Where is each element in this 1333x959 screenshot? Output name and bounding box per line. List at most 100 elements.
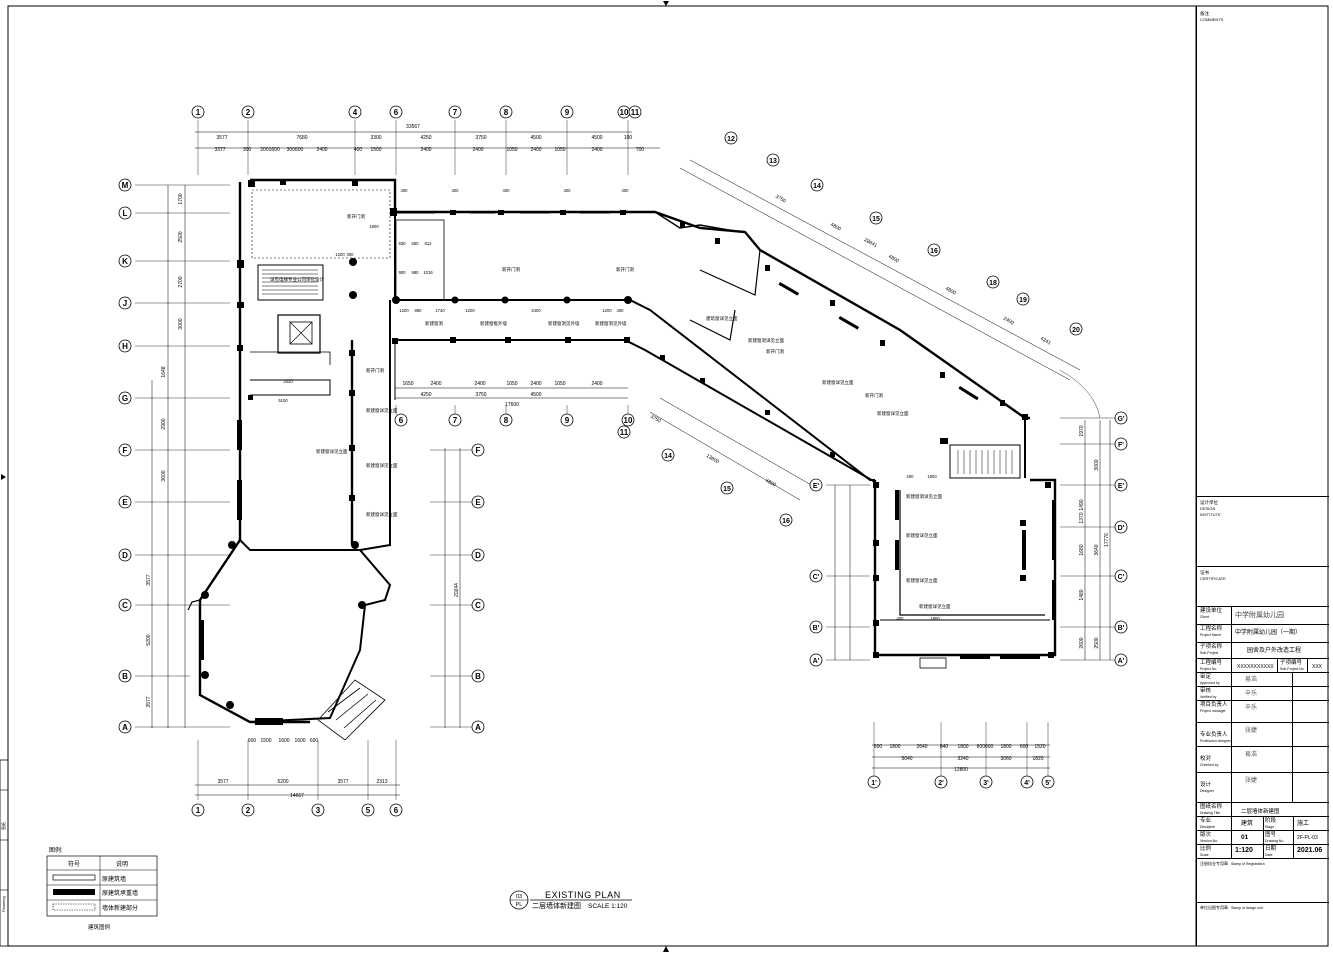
dim-text: 3750 [475,392,486,398]
grid-label: M [122,181,129,190]
legend-title: 图例: [49,846,63,854]
dim-text: 100 [624,135,633,141]
grid-bubbles-left: M L K J H G F E D C B A [118,178,132,734]
grid-bubbles-top: 1 2 4 6 7 8 9 10 11 [191,105,642,119]
dtitle-value: 二层墙体新建图 [1241,809,1280,815]
left-margin-strip [0,759,9,947]
grid-label: 8 [504,416,509,425]
dim-text: 4250 [420,392,431,398]
dim-text: 2600 [1079,637,1085,648]
stage-label: 阶段 [1265,818,1277,824]
dim-text: 300 [243,147,252,153]
grid-label: F [123,446,128,455]
dim-text: 400 [617,308,625,313]
dim-text: 1480 [1079,589,1085,600]
registration-label: 注册执业专用章 [1200,861,1228,866]
grid-label: A' [1118,658,1125,665]
dim-text: 980 [412,270,420,275]
registration-label-en: Stamp of Registration [1231,862,1265,866]
grid-label: D [475,551,481,560]
version-label-en: Version No. [1200,839,1219,843]
grid-label: C [122,601,128,610]
dim-text: 3750 [774,194,787,205]
pm-label-en: Project manager [1200,709,1226,713]
grid-label: D [122,551,128,560]
diagonal-upper-dim-text: 3750 4800 4800 4800 2400 4241 28641 [774,194,1052,347]
dim-text: 880 [415,308,423,313]
dim-text: 4500 [530,135,541,141]
checked-label-en: Checked by [1200,763,1219,767]
approved-label-en: Approved by [1200,681,1220,685]
middle-dimension-text: 4250 3750 4500 17600 1650 2400 2400 1050… [402,381,602,408]
grid-label: 16 [930,248,938,255]
verified-label-en: Verified by [1200,695,1217,699]
subproject-label-en: Sub-Project [1200,651,1219,655]
grid-bubbles-east-bottom: 1' 2' 3' 4' 5' [867,775,1055,789]
dtitle-label: 图纸名称 [1200,804,1223,810]
dim-text: 2400 [530,147,541,153]
legend-swatch-original [52,874,96,881]
dim-text: 1800 [957,744,968,750]
annotation: 详见电梯专业公司深化设计 [270,276,324,283]
center-mark-left [1,474,6,480]
date-value: 2021.06 [1297,847,1323,854]
grid-label: 18 [989,280,997,287]
dim-text: 17776 [1104,533,1110,547]
dim-text: 1648 [161,366,167,377]
subno-value: XXX [1312,664,1323,670]
dim-text: 1200 [399,308,409,313]
design-unit-label-en2: INSTITUTE [1200,512,1221,517]
dim-text: 2500 [178,231,184,242]
dim-text: 3577 [216,135,227,141]
grid-label: 8 [504,108,509,117]
dim-text: 400 [354,147,363,153]
dim-text: 2500 [1094,637,1100,648]
dim-text: 600 [874,744,883,750]
grid-label: B [122,672,128,681]
project-label: 工程名称 [1200,626,1223,632]
center-mark-bottom [663,946,669,952]
grid-label: 9 [565,108,570,117]
scale-label: 比例 [1200,846,1212,852]
dim-text: 3300 [370,135,381,141]
grid-label: 9 [565,416,570,425]
grid-label: J [123,299,127,308]
grid-label: D' [1118,525,1125,532]
grid-label: 7 [453,108,458,117]
dim-text: 3577 [146,696,152,707]
drawno-label-en: Drawing No. [1265,839,1285,843]
annotation: 新建窗详见立面 [877,410,909,417]
dim-text: 5200 [146,634,152,645]
checked-value: 易浩 [1245,752,1258,758]
dim-text: 4500 [591,135,602,141]
grid-extension-lines [135,120,1115,800]
annotation: 新开门洞 [865,392,883,399]
dim-text: 1370 [1079,512,1085,523]
dim-text: 1740 [435,308,445,313]
annotation: 新建窗详见立面 [366,407,398,414]
grid-label: 10 [624,416,633,425]
grid-label: L [123,209,128,218]
title-scale: SCALE 1:120 [588,903,628,910]
dim-text: 400 [897,616,905,621]
legend-swatch-new [52,903,96,911]
grid-label: 15 [723,486,731,493]
legend-row-text: 原建筑承重墙 [102,889,138,897]
dim-text: 2001600 [260,147,280,153]
plan-annotations: 新开门洞 新开门洞 新开门洞 新建窗洞 新建窗框外墙 新建窗洞见外墙 新建窗洞见… [270,213,951,610]
dim-text: 400 [564,188,572,193]
dim-text: 1800 [1000,744,1011,750]
design-unit-label: 设计单位 [1200,500,1218,505]
dim-text: 3000 [1094,459,1100,470]
grid-label: A [475,723,481,732]
grid-label: 3 [316,806,321,815]
grid-bubbles-east-right: G' F' E' D' C' B' A' [1114,411,1128,667]
grid-label: 4 [353,108,358,117]
date-label: 日期 [1265,846,1277,852]
dim-text: 2400 [531,308,541,313]
dim-text: 1490 [1079,499,1085,510]
stage-value: 施工 [1297,821,1310,827]
version-value: 01 [1241,834,1249,841]
dtitle-label-en: Drawing Title [1200,811,1221,815]
annotation: 新建窗详见立面 [906,577,938,584]
